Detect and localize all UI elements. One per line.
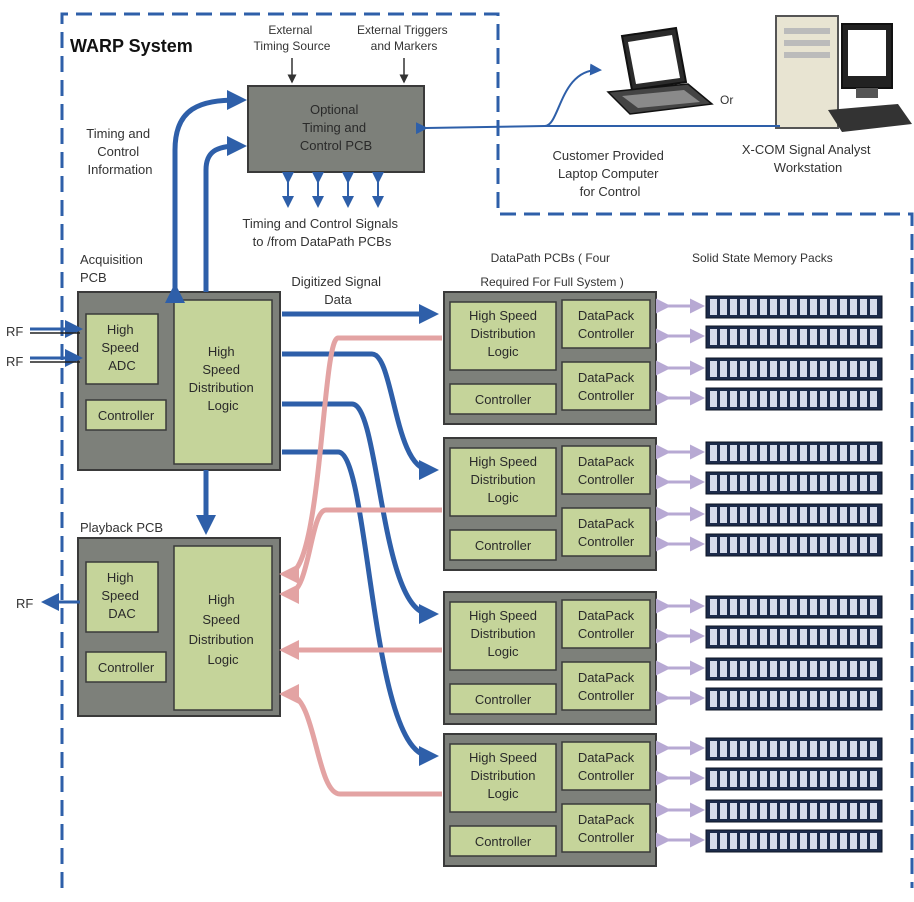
memory-pack [705, 767, 883, 791]
datapath-header-label: DataPath PCBs ( Four Required For Full S… [480, 251, 623, 289]
playback-controller-block [85, 651, 167, 683]
return-bus-lines [279, 335, 442, 797]
memory-pack [705, 737, 883, 761]
memory-pack [705, 799, 883, 823]
memory-pack [705, 533, 883, 557]
datapath-logic-block [449, 447, 557, 517]
datapath-controller-block [449, 383, 557, 415]
datapack-controller-block [561, 661, 651, 711]
timing-control-pcb-label: Optional Timing and Control PCB [300, 102, 372, 153]
playback-logic-label: High Speed Distribution Logic [189, 592, 258, 667]
datapack-controller-block [561, 599, 651, 649]
or-label: Or [720, 93, 733, 107]
external-timing-label: External Timing Source [254, 23, 331, 53]
warp-system-boundary [60, 12, 914, 888]
memory-pack [705, 295, 883, 319]
memory-pack [705, 625, 883, 649]
datapath-logic-block [449, 301, 557, 371]
memory-pack [705, 687, 883, 711]
datapack-controller-block [561, 361, 651, 411]
timing-signal-arrows [282, 172, 384, 208]
datapath-controller-label: Controller [475, 392, 532, 407]
rf-output-label: RF [16, 596, 33, 611]
datapack-controller-block [561, 299, 651, 349]
datapath-controller-block [449, 825, 557, 857]
memory-pack [705, 357, 883, 381]
rf-input-label-1: RF [6, 324, 23, 339]
workstation-icon [775, 15, 912, 132]
memory-pack [705, 657, 883, 681]
rf-input-label-2: RF [6, 354, 23, 369]
acquisition-controller-block [85, 399, 167, 431]
datapack-controller-block [561, 507, 651, 557]
datapack-controller-block [561, 741, 651, 791]
datapath-logic-block [449, 601, 557, 671]
timing-control-pcb [247, 85, 425, 173]
laptop-icon [606, 26, 714, 115]
rf-input-arrows [30, 320, 83, 367]
memory-pack [705, 325, 883, 349]
acquisition-label: Acquisition PCB [80, 252, 147, 285]
datapath-logic-block [449, 743, 557, 813]
dac-block [85, 561, 159, 633]
playback-logic-block [173, 545, 273, 711]
timing-control-info-label: Timing and Control Information [86, 126, 153, 177]
computer-link [415, 63, 602, 135]
system-title: WARP System [70, 36, 193, 56]
memory-pack [705, 595, 883, 619]
workstation-label: X-COM Signal Analyst Workstation [742, 142, 874, 175]
datapack-controller-block [561, 445, 651, 495]
playback-controller-label: Controller [98, 660, 155, 675]
datapath-controller-label: Controller [475, 538, 532, 553]
memory-pack [705, 503, 883, 527]
playback-label: Playback PCB [80, 520, 163, 535]
adc-block [85, 313, 159, 385]
timing-bus-acquisition-2 [203, 136, 247, 292]
data-bus-lines [282, 304, 439, 766]
memory-pack [705, 387, 883, 411]
laptop-label: Customer Provided Laptop Computer for Co… [553, 148, 668, 199]
external-triggers-label: External Triggers and Markers [357, 23, 451, 53]
timing-bus-acquisition [165, 90, 247, 304]
dac-label: High Speed DAC [101, 570, 142, 621]
datapath-controller-block [449, 529, 557, 561]
digitized-data-label: Digitized Signal Data [291, 274, 384, 307]
datapath-controller-label: Controller [475, 834, 532, 849]
memory-pack [705, 471, 883, 495]
memory-packs [656, 295, 883, 853]
memory-pack [705, 441, 883, 465]
datapack-controller-block [561, 803, 651, 853]
acquisition-logic-block [173, 299, 273, 465]
timing-signals-label: Timing and Control Signals to /from Data… [242, 216, 401, 249]
acquisition-controller-label: Controller [98, 408, 155, 423]
memory-pack [705, 829, 883, 853]
datapath-controller-label: Controller [475, 692, 532, 707]
memory-packs-label: Solid State Memory Packs [692, 251, 833, 265]
adc-label: High Speed ADC [101, 322, 142, 373]
acquisition-logic-label: High Speed Distribution Logic [189, 344, 258, 413]
datapath-controller-block [449, 683, 557, 715]
